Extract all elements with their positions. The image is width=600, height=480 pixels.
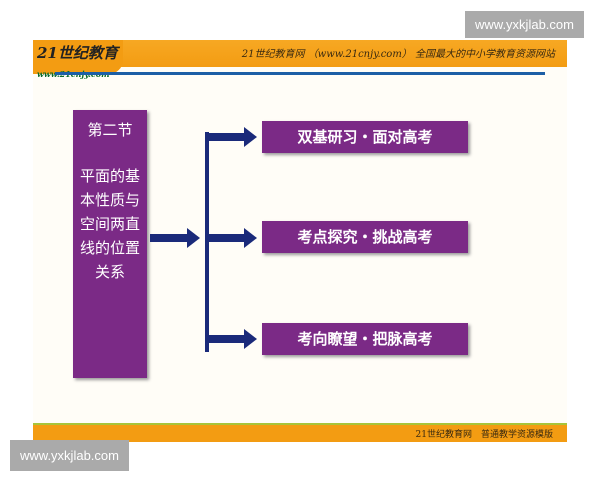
logo: 21世纪教育www.21cnjy.com [37,42,118,81]
section-title: 平面的基本性质与空间两直线的位置关系 [79,167,140,281]
watermark-bottom: www.yxkjlab.com [10,440,129,471]
arrow-icon [207,127,257,147]
arrow-icon [207,228,257,248]
header-bar: 21世纪教育www.21cnjy.com 21世纪教育网 （www.21cnjy… [33,40,567,79]
bracket-line [205,132,209,352]
item-button-1[interactable]: 双基研习・面对高考 [262,121,468,153]
section-box: 第二节 平面的基本性质与空间两直线的位置关系 [73,110,147,378]
logo-text: 21世纪教育 [37,44,118,62]
header-text: 21世纪教育网 （www.21cnjy.com） 全国最大的中小学教育资源网站 [241,49,555,60]
watermark-top: www.yxkjlab.com [465,11,584,38]
footer-bar: 21世纪教育网 普通教学资源模版 [33,423,567,442]
footer-text: 21世纪教育网 普通教学资源模版 [415,430,553,440]
section-label: 第二节 [87,121,133,139]
arrow-icon [207,329,257,349]
divider [55,72,545,75]
item-button-3[interactable]: 考向瞭望・把脉高考 [262,323,468,355]
logo-tab [33,40,123,74]
item-button-2[interactable]: 考点探究・挑战高考 [262,221,468,253]
main-arrow-icon [150,228,200,248]
